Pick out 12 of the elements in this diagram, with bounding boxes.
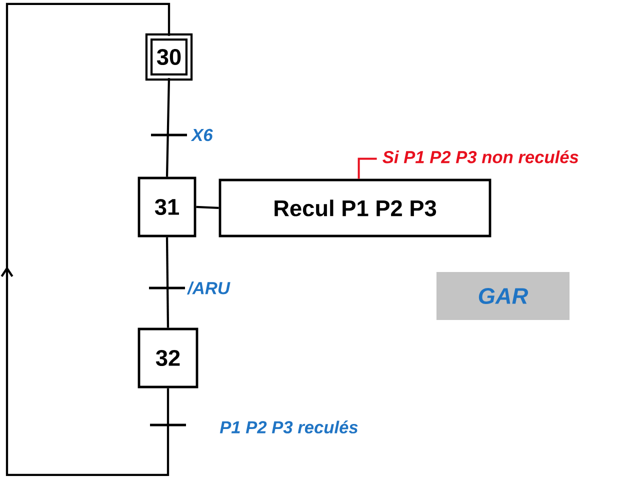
edge-label: X6 <box>190 128 213 142</box>
action-box: Recul P1 P2 P3 <box>218 178 492 238</box>
link-line <box>166 237 170 328</box>
edge-label: /ARU <box>186 282 230 294</box>
condition-text: Si P1 P2 P3 non reculés <box>382 150 578 164</box>
step-box: 32 <box>138 328 198 388</box>
link-line <box>166 78 170 177</box>
label-box: GAR <box>436 272 570 320</box>
edge-label: P1 P2 P3 reculés <box>220 420 358 434</box>
step-box: 31 <box>138 176 196 238</box>
initial-step-box: 30 <box>145 33 193 81</box>
link-line <box>196 206 219 210</box>
